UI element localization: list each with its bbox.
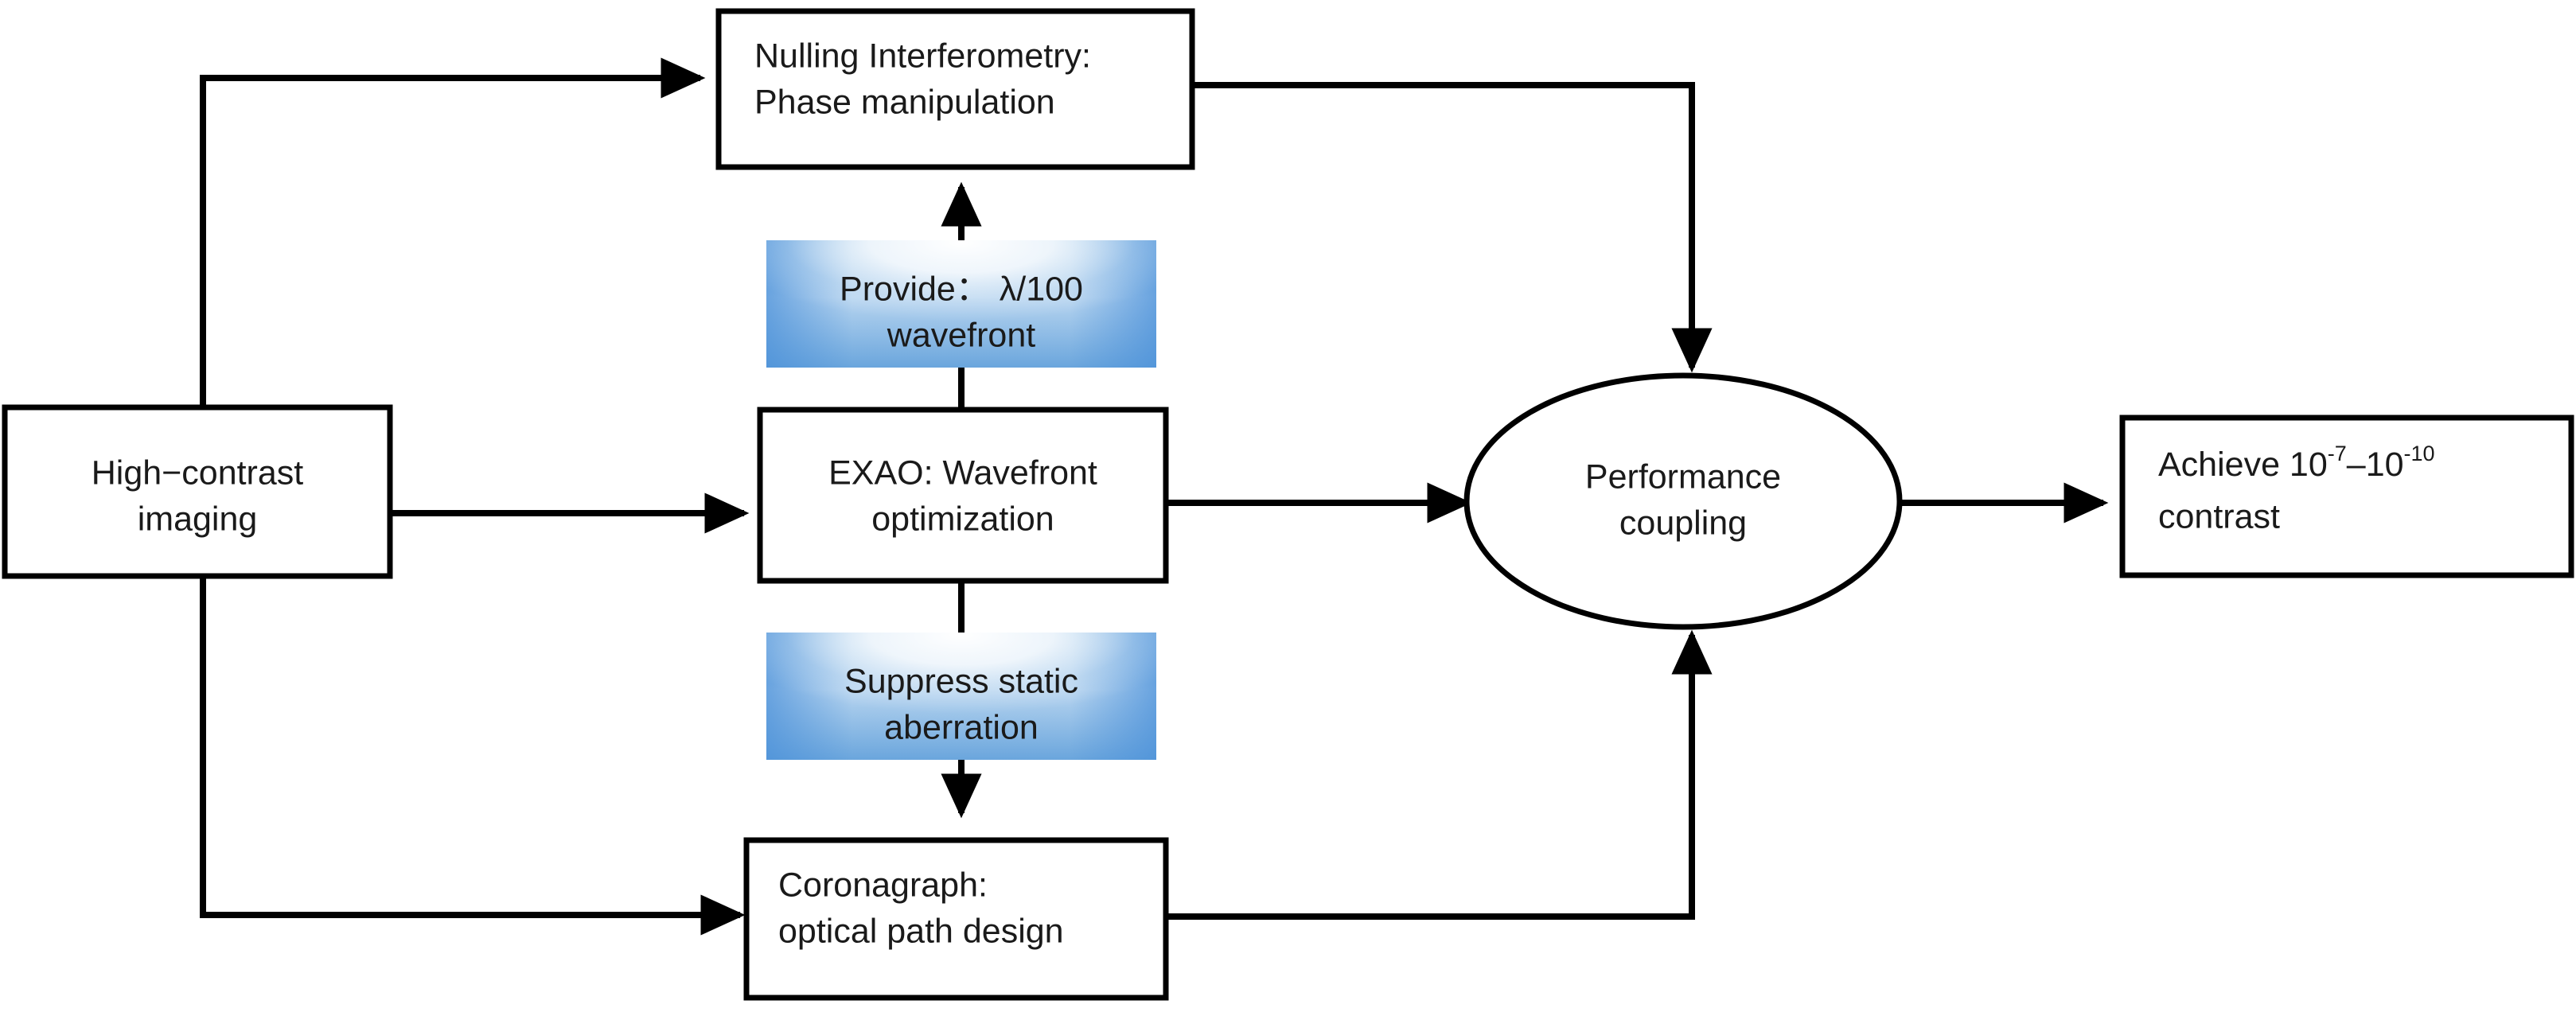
- high-contrast-imaging-line2: imaging: [138, 500, 258, 538]
- node-high-contrast-imaging[interactable]: High−contrast imaging: [2, 404, 393, 579]
- node-performance-coupling[interactable]: Performance coupling: [1463, 372, 1903, 630]
- suppress-aberration-tab-bloom: [766, 633, 1156, 760]
- achieve-contrast-middle: –10: [2347, 446, 2404, 484]
- provide-wavefront-line2: wavefront: [887, 316, 1035, 354]
- node-coronagraph-optical-path-design[interactable]: Coronagraph: optical path design: [743, 837, 1169, 1001]
- suppress-aberration-line1: Suppress static: [844, 662, 1078, 700]
- coronagraph-line2: optical path design: [778, 912, 1064, 950]
- achieve-contrast-box[interactable]: [2119, 415, 2574, 578]
- achieve-contrast-exponent-1: -7: [2328, 442, 2347, 465]
- exao-line1: EXAO: Wavefront: [828, 454, 1097, 492]
- coronagraph-optical-path-design-box[interactable]: [743, 837, 1169, 1001]
- achieve-contrast-line1: Achieve 10-7–10-10: [2158, 442, 2435, 484]
- high-contrast-imaging-line1: High−contrast: [92, 454, 304, 492]
- edge-label-suppress-aberration: Suppress static aberration: [766, 633, 1156, 760]
- achieve-contrast-exponent-2: -10: [2404, 442, 2435, 465]
- edge-source-to-nulling: [200, 57, 706, 406]
- node-exao-wavefront-optimization[interactable]: EXAO: Wavefront optimization: [757, 407, 1169, 584]
- exao-wavefront-optimization-box[interactable]: [757, 407, 1169, 584]
- exao-line2: optimization: [871, 500, 1054, 538]
- nulling-interferometry-line2: Phase manipulation: [754, 83, 1055, 121]
- edge-source-to-coronagraph: [200, 577, 746, 936]
- edge-coronagraph-to-coupling: [1166, 629, 1713, 920]
- provide-wavefront-line1: Provide： λ/100: [840, 270, 1083, 308]
- achieve-contrast-line2: contrast: [2158, 497, 2280, 535]
- coronagraph-line1: Coronagraph:: [778, 866, 988, 904]
- achieve-contrast-prefix: Achieve 10: [2158, 446, 2328, 484]
- node-achieve-contrast[interactable]: Achieve 10-7–10-10 contrast: [2119, 415, 2574, 578]
- edge-nulling-to-coupling: [1192, 82, 1713, 373]
- high-contrast-imaging-box[interactable]: [2, 404, 393, 579]
- performance-coupling-line1: Performance: [1585, 457, 1781, 496]
- node-nulling-interferometry[interactable]: Nulling Interferometry: Phase manipulati…: [715, 8, 1195, 170]
- nulling-interferometry-line1: Nulling Interferometry:: [754, 37, 1091, 75]
- suppress-aberration-line2: aberration: [884, 708, 1039, 746]
- performance-coupling-ellipse[interactable]: [1463, 372, 1903, 630]
- nulling-interferometry-box[interactable]: [715, 8, 1195, 170]
- provide-wavefront-tab-bloom: [766, 240, 1156, 368]
- edge-label-provide-wavefront: Provide： λ/100 wavefront: [766, 240, 1156, 368]
- performance-coupling-line2: coupling: [1619, 504, 1747, 542]
